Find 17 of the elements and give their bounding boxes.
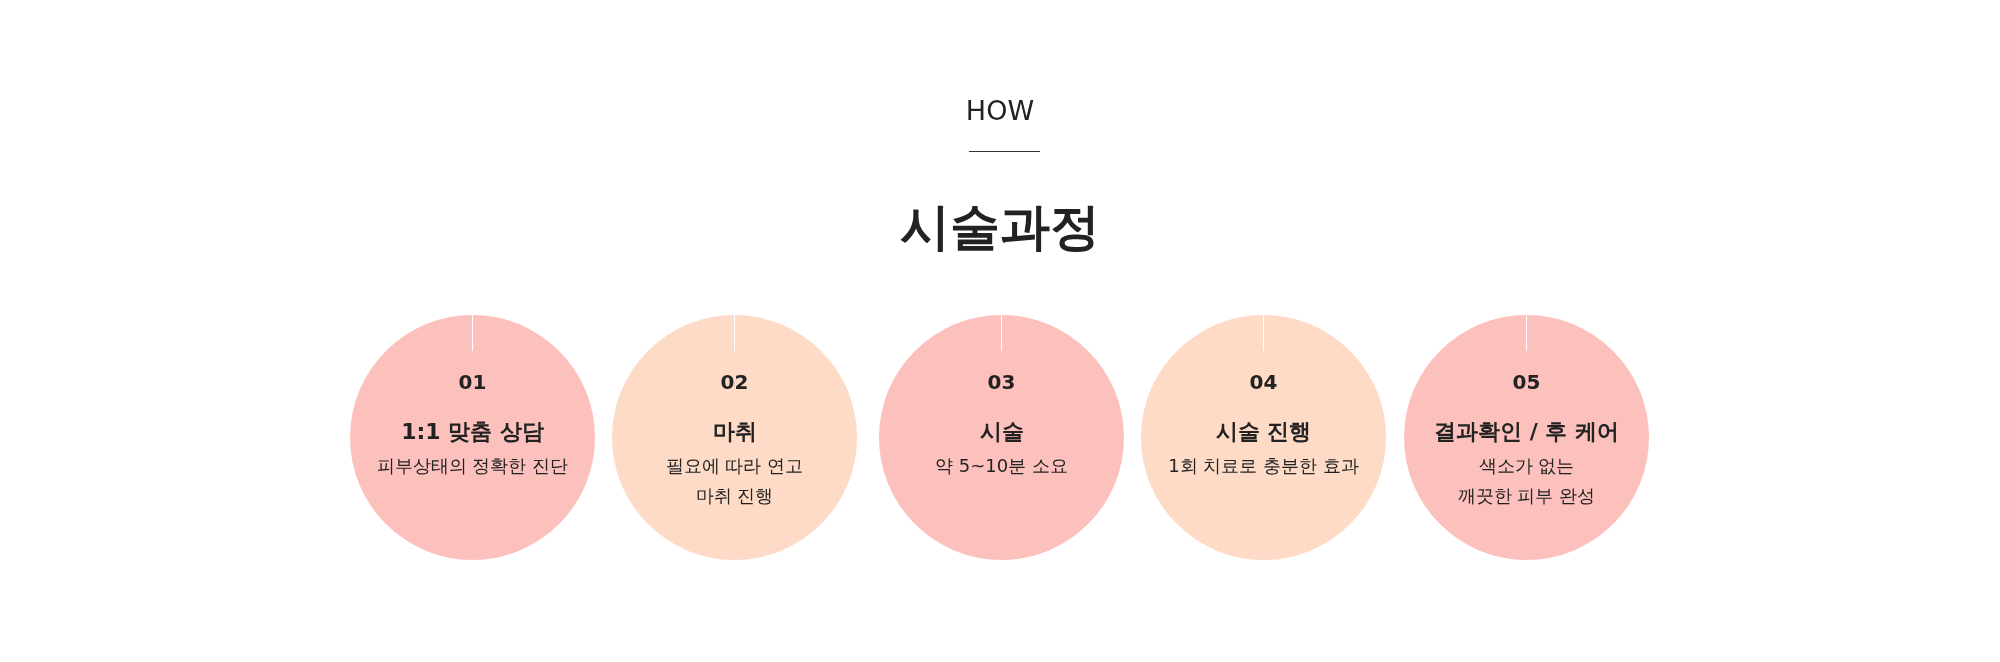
step-number: 01 bbox=[458, 369, 487, 395]
step-description: 피부상태의 정확한 진단 bbox=[375, 454, 570, 478]
step-number: 03 bbox=[987, 369, 1016, 395]
step-title: 결과확인 / 후 케어 bbox=[1434, 418, 1619, 446]
step-title: 1:1 맞춤 상담 bbox=[401, 418, 544, 446]
step-description: 1회 치료로 충분한 효과 bbox=[1167, 454, 1360, 478]
step-title: 마취 bbox=[712, 418, 757, 446]
section-heading: 시술과정 bbox=[900, 197, 1100, 258]
step-number: 04 bbox=[1249, 369, 1278, 395]
step-number: 02 bbox=[720, 369, 749, 395]
section-eyebrow: HOW bbox=[965, 94, 1035, 128]
step-title: 시술 진행 bbox=[1215, 418, 1312, 446]
step-description: 약 5~10분 소요 bbox=[934, 454, 1069, 478]
step-description: 색소가 없는 깨끗한 피부 완성 bbox=[1456, 454, 1597, 508]
step-number: 05 bbox=[1512, 369, 1541, 395]
step-title: 시술 bbox=[979, 418, 1024, 446]
step-description: 필요에 따라 연고 마취 진행 bbox=[664, 454, 805, 508]
